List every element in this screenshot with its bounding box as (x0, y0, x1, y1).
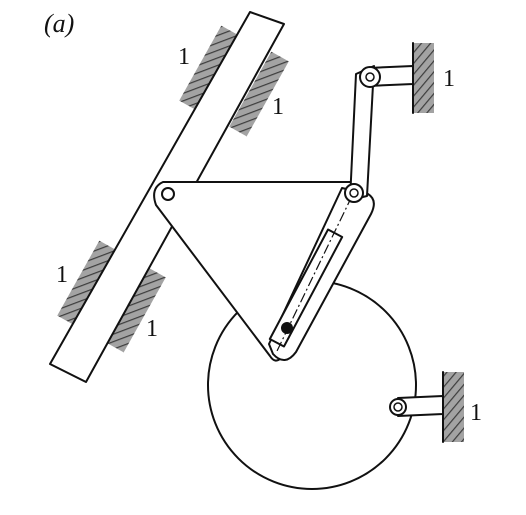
guide-upper-right (229, 51, 289, 137)
guide-lower-right (106, 267, 166, 353)
figure-caption: (a) (44, 9, 74, 38)
disc-pivot-pin (393, 402, 403, 412)
guide-upper-left (179, 25, 239, 111)
plate-joint-left (161, 187, 175, 201)
bar-guides (57, 25, 289, 353)
ground-label-top-right: 1 (443, 66, 455, 92)
top-pivot-pin (365, 72, 375, 82)
ground-label-lower-right: 1 (146, 316, 158, 342)
guide-lower-left (57, 240, 117, 326)
ground-label-bottom-right: 1 (470, 400, 482, 426)
ground-label-upper-right: 1 (272, 94, 284, 120)
ground-label-upper-left: 1 (178, 44, 190, 70)
ground-top-right (413, 43, 434, 113)
slot (268, 228, 344, 348)
ground-label-lower-left: 1 (56, 262, 68, 288)
ground-bottom-right (443, 372, 464, 442)
slider-pin (281, 322, 293, 334)
plate-joint-right-pin (349, 188, 359, 198)
slot-centerline (276, 195, 353, 352)
